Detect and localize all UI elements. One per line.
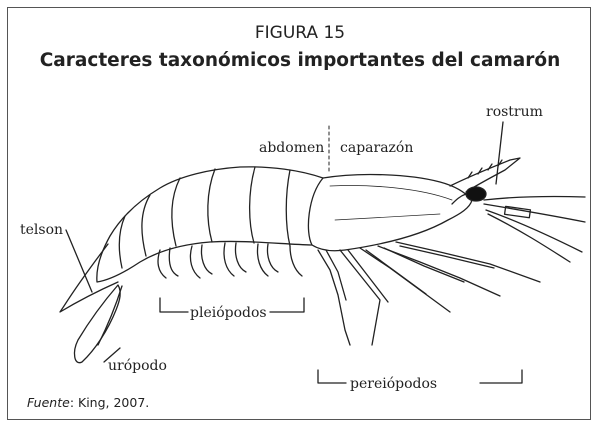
label-telson: telson — [20, 222, 63, 238]
label-rostrum: rostrum — [486, 104, 543, 120]
pleopod-2 — [190, 245, 212, 278]
source-text: : King, 2007. — [70, 395, 149, 410]
pleopod-5 — [290, 246, 302, 276]
label-pereiopodos: pereiópodos — [350, 376, 437, 392]
source-prefix: Fuente — [27, 395, 70, 410]
label-caparazon: caparazón — [340, 140, 413, 156]
eye-shape — [466, 187, 486, 201]
uropod-shape — [75, 285, 121, 363]
label-uropodo: urópodo — [108, 358, 167, 374]
pleopod-4 — [257, 244, 278, 276]
source-citation: Fuente: King, 2007. — [27, 395, 149, 410]
label-abdomen: abdomen — [259, 140, 324, 156]
pereiopod-2 — [340, 250, 380, 345]
label-pleiopodos: pleiópodos — [190, 305, 267, 321]
rostrum-shape — [450, 158, 520, 192]
pleopod-3 — [224, 243, 246, 276]
